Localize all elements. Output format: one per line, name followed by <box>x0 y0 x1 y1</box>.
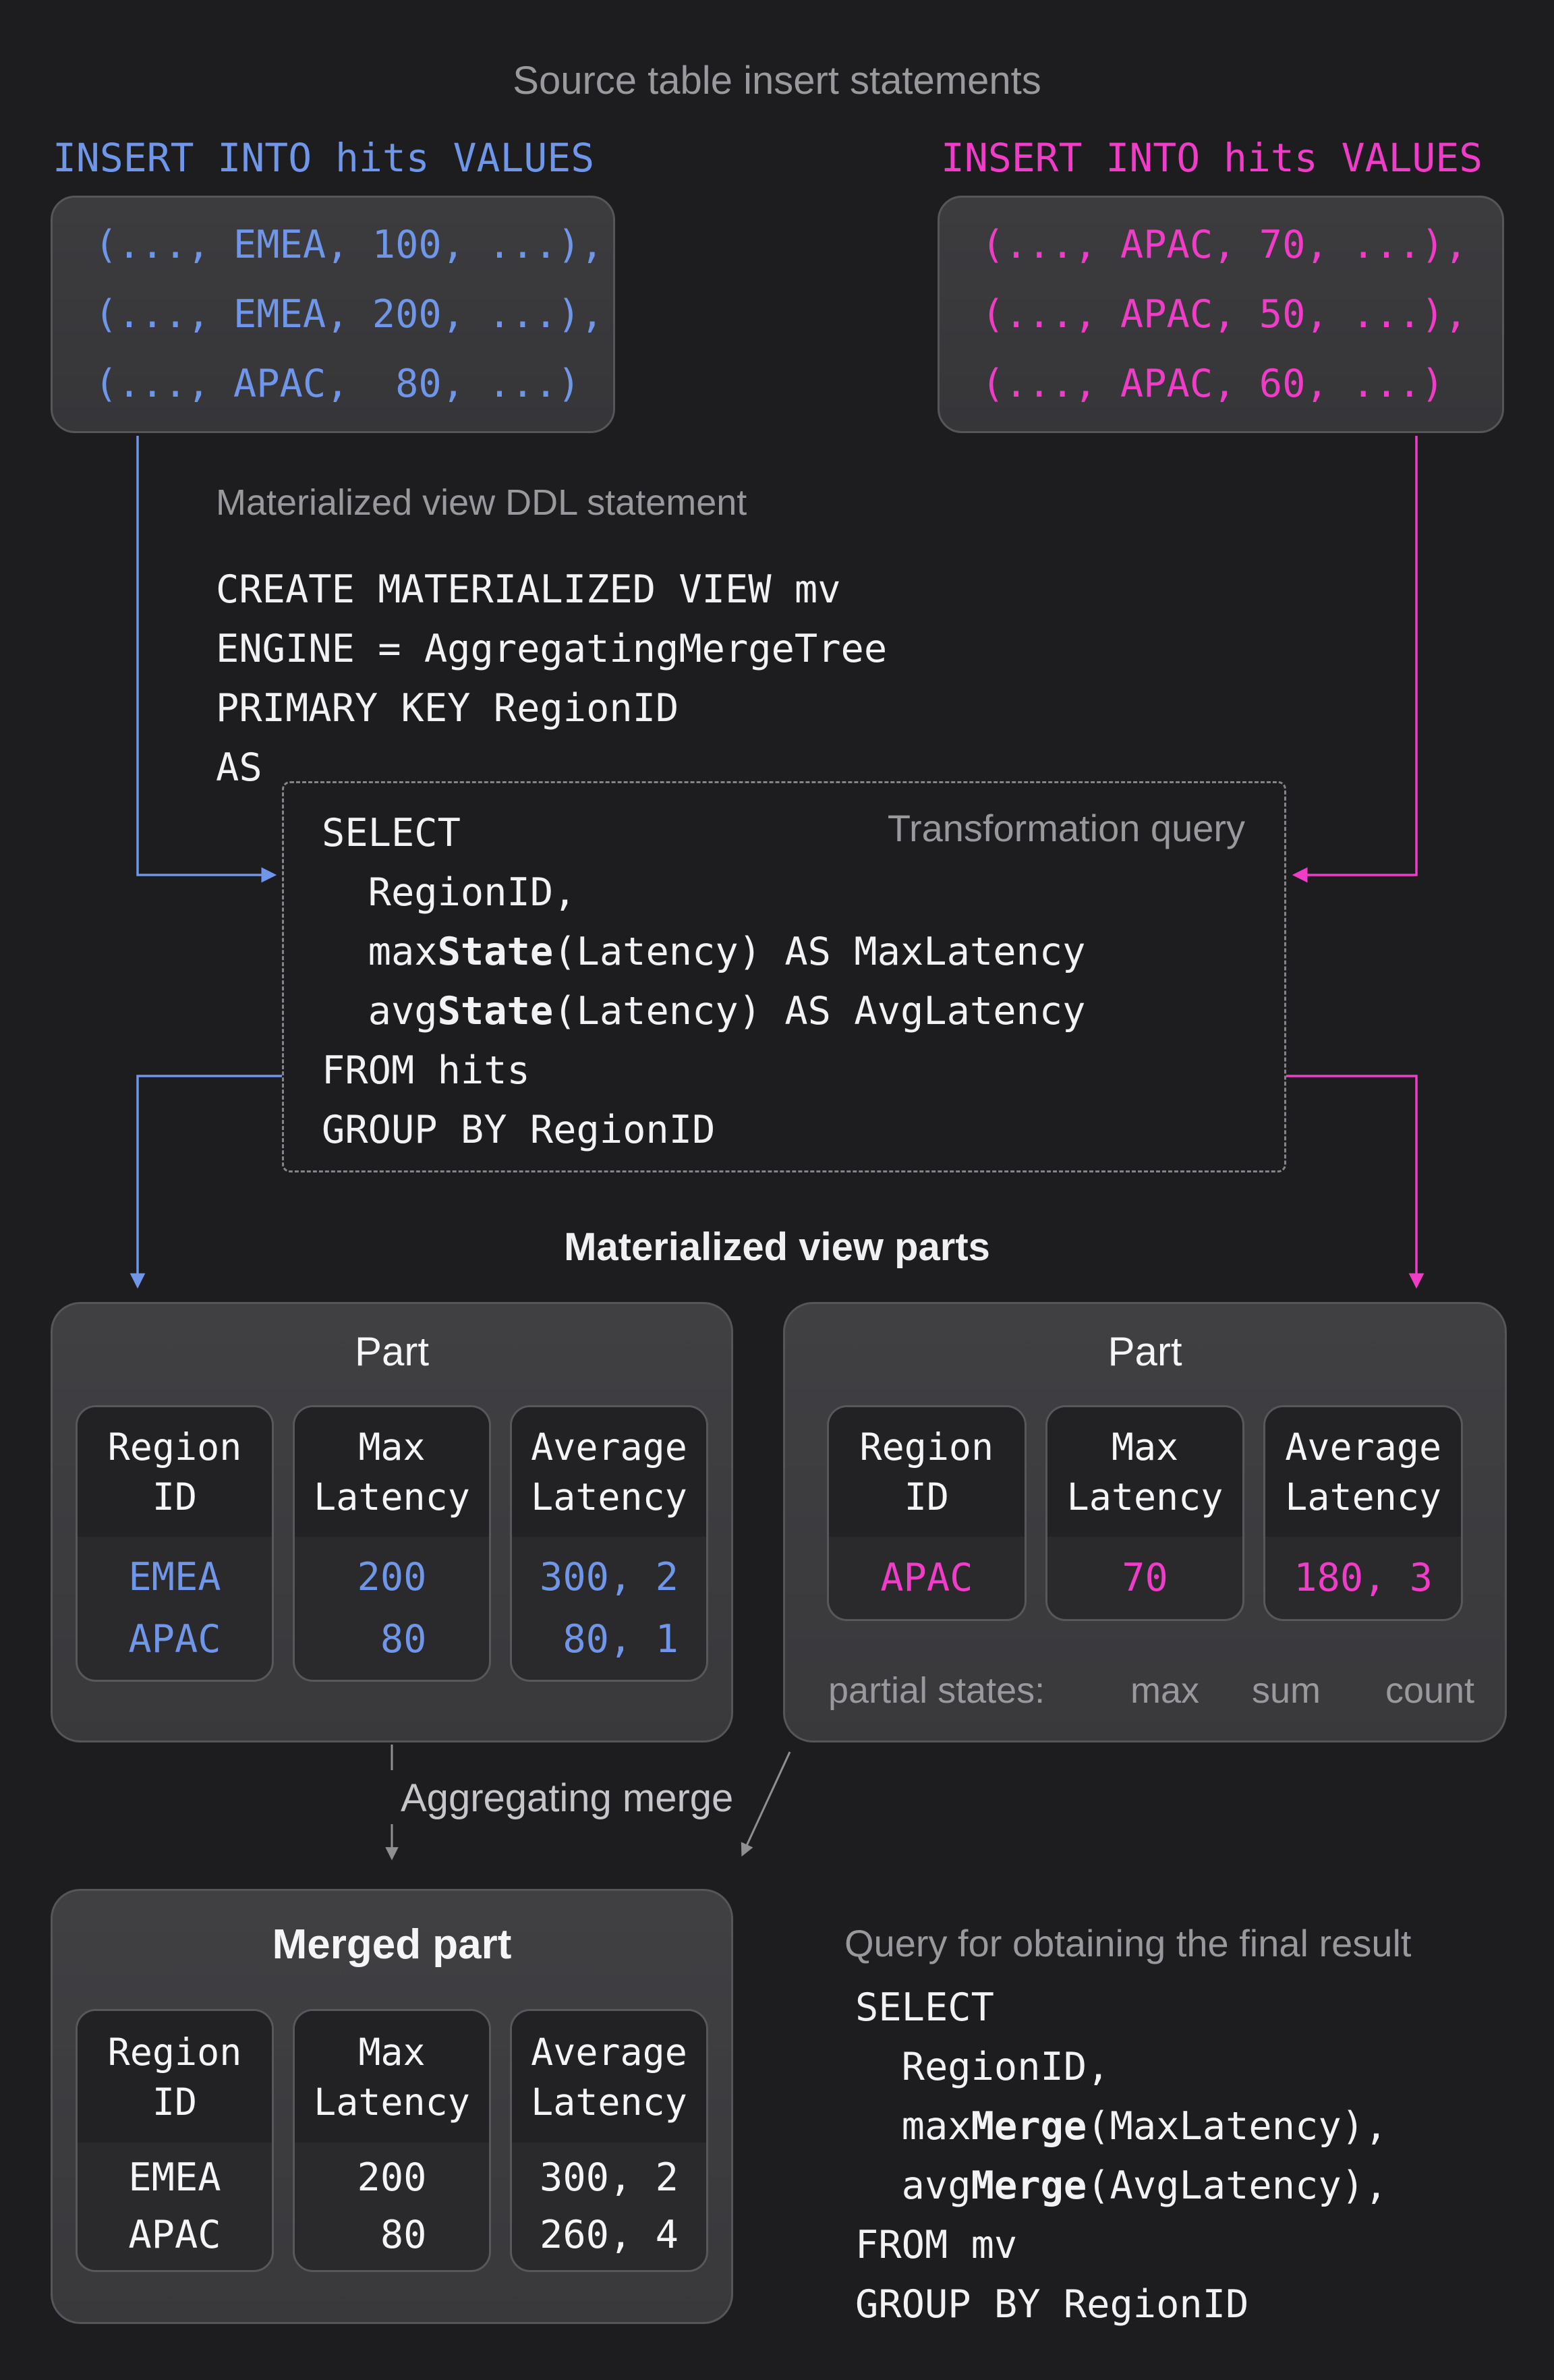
aggregating-merge-label: Aggregating merge <box>401 1776 734 1820</box>
part-column: Average Latency 300, 2 260, 4 <box>510 2009 708 2272</box>
code-line: FROM mv <box>855 2223 1018 2267</box>
partial-state-annotation-count: count <box>1385 1670 1475 1711</box>
value-cell: 260, 4 <box>540 2213 679 2257</box>
column-values: 180, 3 <box>1265 1537 1461 1619</box>
code-line: ENGINE = AggregatingMergeTree <box>216 627 888 671</box>
code-line: RegionID, <box>855 2045 1110 2089</box>
value-cell: EMEA <box>128 2155 221 2200</box>
part-column: Region ID EMEA APAC <box>76 1405 274 1682</box>
column-values: EMEA APAC <box>78 1537 272 1680</box>
insert-row: (..., APAC, 60, ...) <box>981 362 1445 406</box>
column-values: 70 <box>1047 1537 1243 1619</box>
part-column: Max Latency 70 <box>1045 1405 1245 1621</box>
insert-row: (..., APAC, 80, ...) <box>94 362 581 406</box>
code-line: RegionID, <box>322 870 577 915</box>
code-line: GROUP BY RegionID <box>322 1108 716 1152</box>
column-values: 300, 2 80, 1 <box>512 1537 706 1680</box>
part-title: Part <box>1107 1329 1182 1374</box>
code-line: PRIMARY KEY RegionID <box>216 686 679 731</box>
code-line: maxMerge(MaxLatency), <box>855 2104 1388 2149</box>
insert-left-header: INSERT INTO hits VALUES <box>53 135 595 181</box>
insert-row: (..., APAC, 70, ...), <box>981 223 1468 267</box>
value-cell: 70 <box>1122 1556 1168 1600</box>
column-header: Region ID <box>78 1407 272 1537</box>
code-line: maxState(Latency) AS MaxLatency <box>322 930 1086 974</box>
value-cell: 80 <box>357 2213 427 2257</box>
code-line: SELECT <box>322 811 461 855</box>
value-cell: 80, 1 <box>540 1617 679 1662</box>
value-cell: 300, 2 <box>540 2155 679 2200</box>
code-line: SELECT <box>855 1985 994 2030</box>
column-header: Average Latency <box>512 2011 706 2143</box>
ddl-label: Materialized view DDL statement <box>216 482 747 523</box>
value-cell: 200 <box>357 1554 427 1599</box>
column-header: Region ID <box>829 1407 1025 1537</box>
transformation-query-box: Transformation query SELECT RegionID, ma… <box>282 781 1286 1172</box>
column-header: Average Latency <box>1265 1407 1462 1537</box>
value-cell: 300, 2 <box>540 1554 679 1599</box>
transformation-query-code: SELECT RegionID, maxState(Latency) AS Ma… <box>322 803 1085 1160</box>
merged-part-title: Merged part <box>272 1921 512 1968</box>
merged-part-box: Merged part Region ID EMEA APAC Max Latency… <box>51 1889 733 2324</box>
insert-left-box: (..., EMEA, 100, ...), (..., EMEA, 200, .… <box>51 196 615 433</box>
value-cell: 80 <box>357 1617 427 1662</box>
value-cell: 180, 3 <box>1294 1556 1433 1600</box>
code-line: GROUP BY RegionID <box>855 2282 1249 2327</box>
part-title: Part <box>354 1329 430 1374</box>
parts-section-label: Materialized view parts <box>564 1225 990 1269</box>
insert-right-header: INSERT INTO hits VALUES <box>941 135 1483 181</box>
value-cell: APAC <box>880 1556 973 1600</box>
arrow-right-part-to-merged-icon <box>741 1751 791 1857</box>
final-query-code: SELECT RegionID, maxMerge(MaxLatency), a… <box>855 1978 1387 2334</box>
value-cell: APAC <box>128 1617 221 1662</box>
part-column: Region ID EMEA APAC <box>76 2009 274 2272</box>
code-line: avgMerge(AvgLatency), <box>855 2163 1388 2208</box>
insert-row: (..., APAC, 50, ...), <box>981 292 1468 337</box>
ddl-code: CREATE MATERIALIZED VIEW mv ENGINE = Aggr… <box>216 560 887 797</box>
column-header: Region ID <box>78 2011 272 2143</box>
insert-row: (..., EMEA, 100, ...), <box>94 223 604 267</box>
part-box-right: Part Region ID APAC Max Latency 70 Average L… <box>783 1302 1507 1743</box>
column-values: 200 80 <box>295 1537 489 1680</box>
insert-row: (..., EMEA, 200, ...), <box>94 292 604 337</box>
page-title: Source table insert statements <box>513 59 1041 103</box>
transformation-query-label: Transformation query <box>887 807 1245 849</box>
column-values: 300, 2 260, 4 <box>512 2143 706 2270</box>
column-values: 200 80 <box>295 2143 489 2270</box>
value-cell: APAC <box>128 2213 221 2257</box>
part-column: Region ID APAC <box>827 1405 1027 1621</box>
column-header: Average Latency <box>512 1407 706 1537</box>
column-header: Max Latency <box>295 2011 489 2143</box>
column-values: APAC <box>829 1537 1025 1619</box>
final-query-label: Query for obtaining the final result <box>844 1922 1412 1964</box>
code-line: AS <box>216 745 262 790</box>
part-column: Average Latency 180, 3 <box>1263 1405 1464 1621</box>
arrow-insert-right-to-query-icon <box>1292 436 1418 883</box>
column-values: EMEA APAC <box>78 2143 272 2270</box>
value-cell: 200 <box>357 2155 427 2200</box>
partial-state-annotation-sum: sum <box>1251 1670 1321 1711</box>
code-line: CREATE MATERIALIZED VIEW mv <box>216 567 841 612</box>
partial-states-label: partial states: <box>828 1670 1045 1711</box>
insert-right-box: (..., APAC, 70, ...), (..., APAC, 50, ...… <box>938 196 1504 433</box>
part-columns: Region ID APAC Max Latency 70 Average Latenc… <box>827 1405 1464 1621</box>
column-header: Max Latency <box>295 1407 489 1537</box>
column-header: Max Latency <box>1047 1407 1243 1537</box>
code-line: avgState(Latency) AS AvgLatency <box>322 989 1086 1033</box>
code-line: FROM hits <box>322 1048 530 1093</box>
partial-states-row: partial states: max sum count <box>785 1670 1505 1717</box>
partial-state-annotation-max: max <box>1130 1670 1200 1711</box>
value-cell: EMEA <box>128 1554 221 1599</box>
